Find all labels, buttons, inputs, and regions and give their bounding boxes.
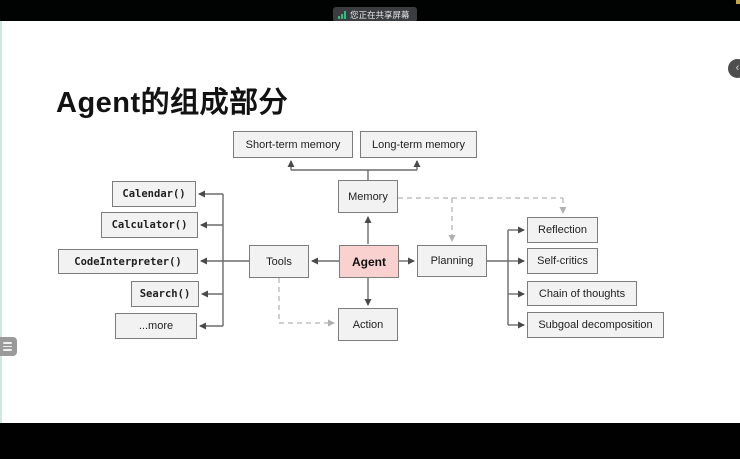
slide-title: Agent的组成部分 xyxy=(56,87,289,119)
node-calendar: Calendar() xyxy=(112,181,196,207)
chevron-left-icon: ‹ xyxy=(735,62,740,74)
node-more: ...more xyxy=(115,313,197,339)
screen-share-banner: 您正在共享屏幕 xyxy=(333,7,417,22)
node-subgoal-decomposition: Subgoal decomposition xyxy=(527,312,664,338)
signal-bars-icon xyxy=(338,10,346,19)
corner-indicator xyxy=(736,0,740,4)
node-search: Search() xyxy=(131,281,199,307)
node-calculator: Calculator() xyxy=(101,212,198,238)
node-self-critics: Self-critics xyxy=(527,248,598,274)
share-border-edge xyxy=(0,21,2,423)
node-memory: Memory xyxy=(338,180,398,213)
node-action: Action xyxy=(338,308,398,341)
collapse-panel-button[interactable]: ‹ xyxy=(728,59,740,78)
node-long-term-memory: Long-term memory xyxy=(360,131,477,158)
outline-toggle-button[interactable] xyxy=(0,337,17,356)
node-short-term-memory: Short-term memory xyxy=(233,131,353,158)
node-reflection: Reflection xyxy=(527,217,598,243)
node-tools: Tools xyxy=(249,245,309,278)
node-chain-of-thoughts: Chain of thoughts xyxy=(527,281,637,306)
list-icon xyxy=(3,342,12,344)
node-code-interpreter: CodeInterpreter() xyxy=(58,249,198,274)
bottom-letterbox-bar xyxy=(0,423,740,459)
node-planning: Planning xyxy=(417,245,487,277)
node-agent: Agent xyxy=(339,245,399,278)
share-banner-label: 您正在共享屏幕 xyxy=(350,9,410,20)
